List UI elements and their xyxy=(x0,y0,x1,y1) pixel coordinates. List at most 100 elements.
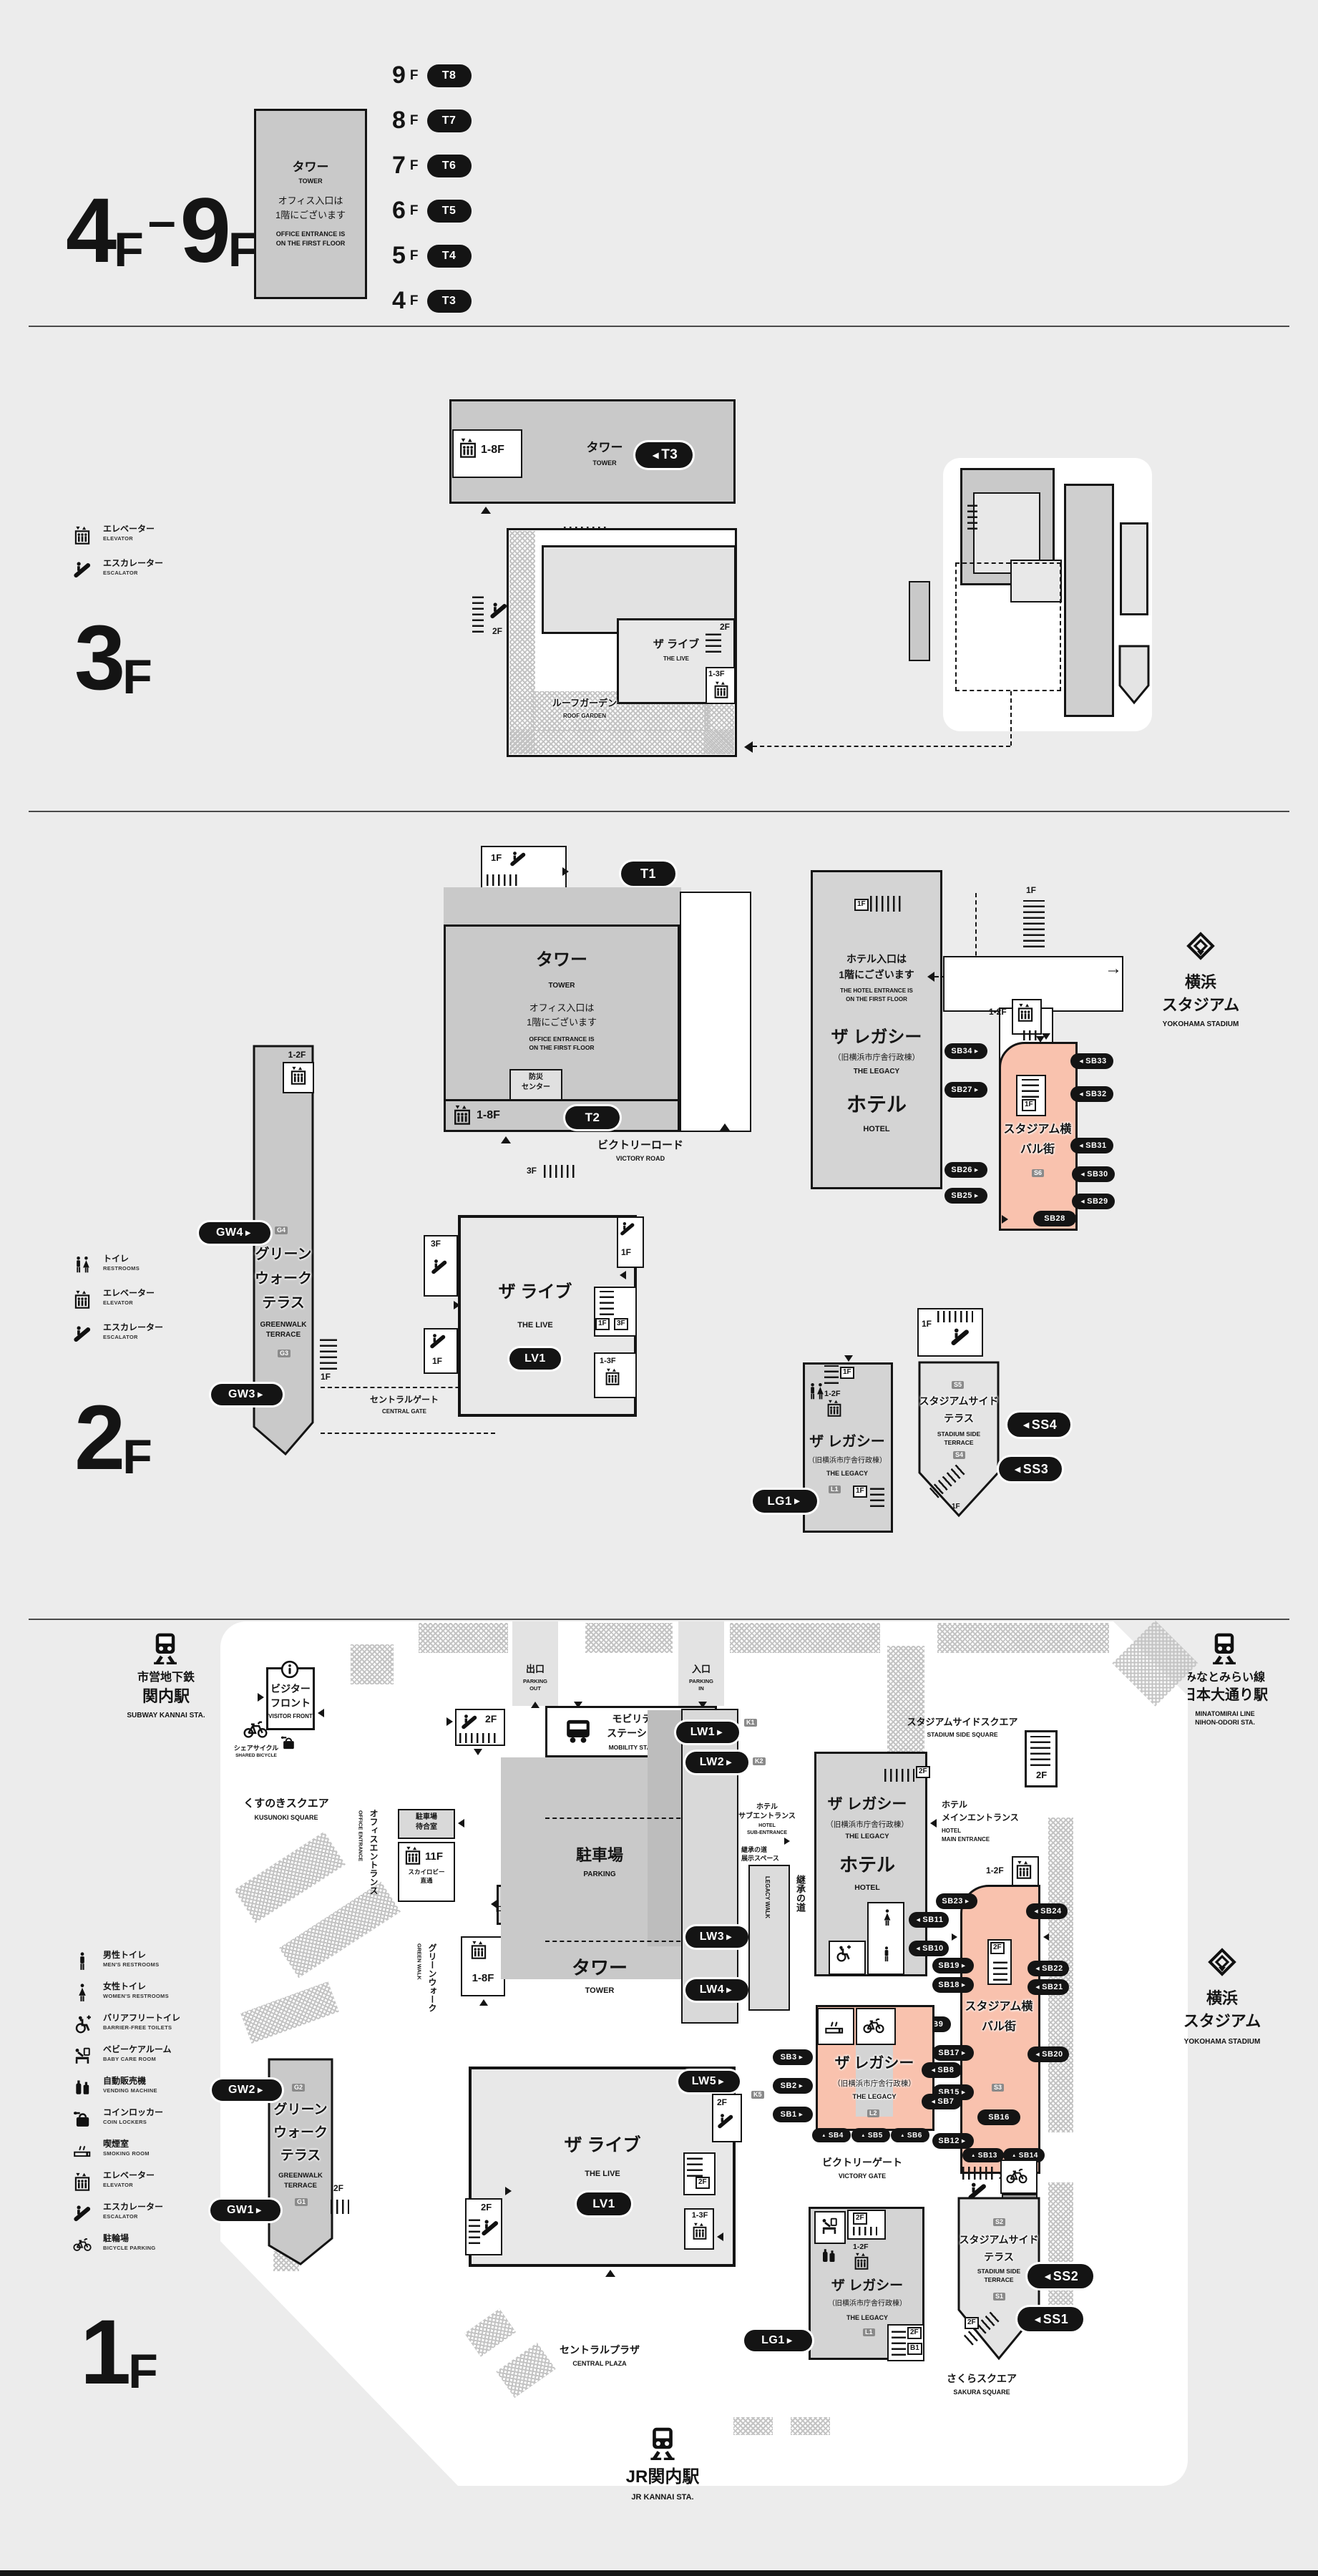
label-the-live: THE LIVE xyxy=(585,2170,620,2178)
floor-suffix: F xyxy=(409,248,419,263)
bicycle-icon xyxy=(1006,2165,1027,2187)
train-icon xyxy=(149,1631,182,1664)
arrow-u-icon: ▲ xyxy=(971,2152,976,2158)
gate-badge-label: SB1 xyxy=(780,2110,797,2119)
legend-label-en: SMOKING ROOM xyxy=(103,2150,150,2157)
floor-box-2f: 2F xyxy=(916,1766,930,1778)
floor-gate-badge-t3: T3 xyxy=(426,289,472,313)
label-sakura-square: SAKURA SQUARE xyxy=(953,2389,1010,2396)
label-1-3f: 1-3F xyxy=(600,1357,616,1365)
spot-tag-l2: L2 xyxy=(867,2109,879,2117)
elevator-icon xyxy=(604,1368,621,1385)
stairs xyxy=(459,1733,497,1743)
bus-icon xyxy=(564,1716,592,1745)
legend-label-jp: 女性トイレ xyxy=(103,1981,147,1991)
label-label: ビクトリーゲート xyxy=(822,2157,902,2168)
gate-badge-lg1: LG1▶ xyxy=(744,2330,812,2351)
arrow-r-icon: ▶ xyxy=(257,2086,264,2094)
arrow-u-icon: ▲ xyxy=(1012,2152,1017,2158)
arrow-l-icon: ◀ xyxy=(1014,1465,1021,1474)
stairs xyxy=(853,2227,877,2235)
direction-arrow-r xyxy=(446,1717,453,1726)
gate-badge-label: SB33 xyxy=(1085,1057,1107,1065)
arrow-r-icon: ▶ xyxy=(794,1497,801,1506)
legend-label-en: ESCALATOR xyxy=(103,1334,138,1341)
arrow-l-icon: ◀ xyxy=(1080,1199,1085,1204)
label-on-the-first-floor: ON THE FIRST FLOOR xyxy=(529,1044,595,1051)
label-label: ホテル xyxy=(846,1093,907,1116)
label-label: テラス xyxy=(984,2251,1014,2263)
label-label: オフィス入口は xyxy=(529,1002,595,1013)
label-label: スタジアム横 xyxy=(965,2001,1033,2013)
gate-badge-label: T1 xyxy=(640,866,656,881)
gate-badge-label: SB13 xyxy=(977,2151,997,2160)
label-label: 駐車場 xyxy=(416,1813,437,1821)
gate-badge-label: LV1 xyxy=(592,2197,615,2210)
dashed-line xyxy=(1010,691,1012,746)
arrow-r-icon: ▶ xyxy=(717,1728,723,1737)
label-terrace: TERRACE xyxy=(944,1439,974,1446)
elevator-icon xyxy=(853,2253,870,2270)
legend-label-jp: 自動販売機 xyxy=(103,2076,147,2086)
dashed-line xyxy=(545,1941,717,1942)
gate-badge-label: SB3 xyxy=(780,2053,797,2062)
arrow-l-icon: ◀ xyxy=(1079,1143,1084,1148)
direction-arrow-r xyxy=(258,1693,264,1702)
direction-arrow-u xyxy=(605,2270,615,2277)
label-1-2f: 1-2F xyxy=(288,1050,306,1060)
arrow-l-icon: ◀ xyxy=(652,451,660,460)
toilet-mf-icon xyxy=(807,1382,826,1401)
hatched-area xyxy=(351,1644,394,1684)
arrow-l-icon: ◀ xyxy=(1080,1172,1085,1177)
floor-box-3f: 3F xyxy=(614,1318,628,1330)
gate-badge-label: SS4 xyxy=(1031,1417,1058,1432)
label-1-2f: 1-2F xyxy=(853,2243,869,2251)
direction-arrow-l xyxy=(744,741,753,753)
gate-badge-label: SB18 xyxy=(938,1981,960,1989)
label-label: ザ ライブ xyxy=(498,1282,572,1302)
label-the-live: THE LIVE xyxy=(517,1321,553,1330)
label-label: スタジアム xyxy=(1161,996,1240,1014)
gate-badge-label: SB20 xyxy=(1042,2050,1063,2059)
floor-title-number: 4 xyxy=(66,180,117,283)
floor-number: 5 xyxy=(392,242,406,269)
gate-badge-sb10: ◀SB10 xyxy=(909,1941,949,1956)
label-label: みなとみらい線 xyxy=(1184,1672,1266,1684)
gate-badge-label: SB23 xyxy=(942,1897,963,1906)
gate-badge-ss1: ◀SS1 xyxy=(1017,2307,1083,2331)
arrow-r-icon: ▶ xyxy=(961,1983,966,1988)
gate-badge-gw3: GW3▶ xyxy=(211,1384,283,1405)
floor-gate-badge-t5: T5 xyxy=(426,199,472,223)
elevator-icon xyxy=(404,1846,422,1865)
label-1-2f: 1-2F xyxy=(989,1007,1007,1017)
direction-arrow-l xyxy=(491,1899,498,1909)
info-icon xyxy=(280,1660,299,1679)
spot-tag-s1: S1 xyxy=(993,2293,1006,2301)
direction-arrow-u xyxy=(481,507,491,514)
map-block xyxy=(444,1099,680,1132)
label-main-entrance: MAIN ENTRANCE xyxy=(942,1836,990,1843)
label-2f: 2F xyxy=(720,622,731,632)
label-label: ザ レガシー xyxy=(827,1796,907,1813)
floor-box-2f: 2F xyxy=(965,2317,979,2329)
stairs xyxy=(706,631,721,653)
label-tower: TOWER xyxy=(585,1986,615,1995)
floor-title-number: 9 xyxy=(180,180,231,283)
label-nihon-odori-sta: NIHON-ODORI STA. xyxy=(1195,1719,1255,1726)
gate-badge-sb32: ◀SB32 xyxy=(1070,1086,1113,1102)
wheelchair-icon xyxy=(72,2014,93,2035)
map-block xyxy=(29,326,1289,327)
label-greenwalk: GREENWALK xyxy=(260,1321,307,1329)
map-block xyxy=(444,887,681,927)
direction-arrow-d xyxy=(574,1702,582,1708)
map-block xyxy=(1120,522,1148,615)
label-label: 入口 xyxy=(691,1664,711,1674)
spot-tag-g1: G1 xyxy=(295,2198,308,2206)
spot-tag-k2: K2 xyxy=(753,1757,766,1765)
label-sub-entrance: SUB-ENTRANCE xyxy=(747,1830,787,1835)
floor-title-suffix: F xyxy=(122,649,152,704)
